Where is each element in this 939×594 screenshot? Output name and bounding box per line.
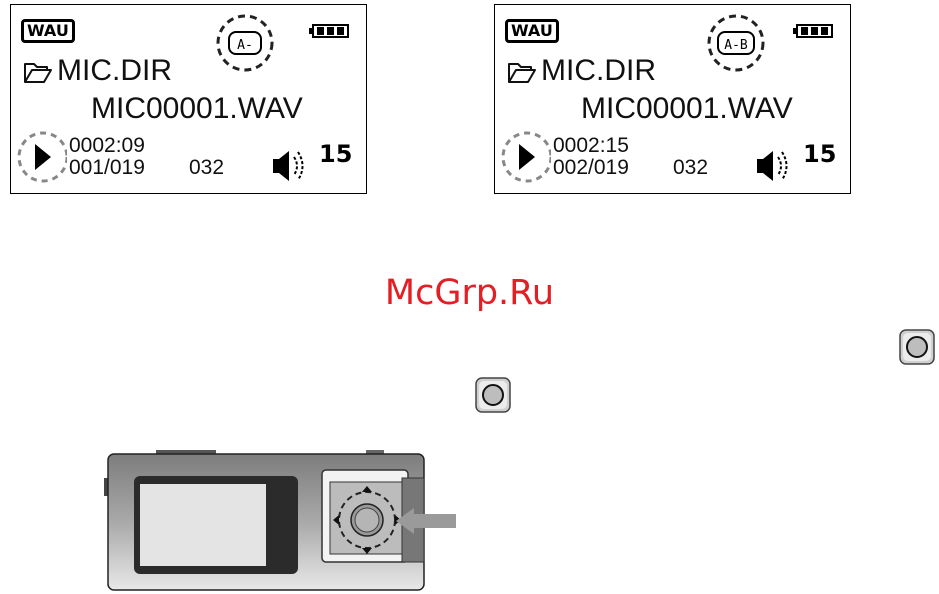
track-counter: 002/019	[553, 157, 629, 179]
bitrate: 032	[189, 157, 224, 179]
lcd-screen-2: WAU A-B MIC.DIR MIC00001.WAV 0002:15 002…	[494, 4, 851, 194]
elapsed-time: 0002:09	[69, 135, 145, 157]
play-icon	[499, 127, 551, 185]
device-display	[140, 484, 266, 566]
speaker-icon	[269, 143, 309, 189]
battery-icon	[308, 21, 352, 41]
repeat-icon: A-B	[706, 13, 766, 73]
repeat-label: A-B	[724, 38, 748, 53]
folder-icon	[507, 58, 537, 84]
watermark: McGrp.Ru	[0, 273, 939, 313]
select-button-icon	[474, 376, 512, 414]
format-badge: WAU	[21, 19, 75, 43]
play-icon	[15, 127, 67, 185]
folder-name: MIC.DIR	[541, 54, 656, 87]
bitrate: 032	[673, 157, 708, 179]
folder-row: MIC.DIR	[507, 55, 656, 87]
track-counter: 001/019	[69, 157, 145, 179]
volume-level: 15	[803, 141, 836, 167]
battery-icon	[792, 21, 836, 41]
volume-level: 15	[319, 141, 352, 167]
select-button-icon	[898, 328, 936, 366]
folder-name: MIC.DIR	[57, 54, 172, 87]
file-name: MIC00001.WAV	[581, 93, 793, 125]
file-name: MIC00001.WAV	[91, 93, 303, 125]
lcd-screen-1: WAU A- MIC.DIR MIC00001.WAV 0002:09 001/…	[10, 4, 367, 194]
speaker-icon	[753, 143, 793, 189]
elapsed-time: 0002:15	[553, 135, 629, 157]
folder-icon	[23, 58, 53, 84]
repeat-icon: A-	[215, 13, 275, 73]
repeat-label: A-	[237, 38, 253, 53]
folder-row: MIC.DIR	[23, 55, 172, 87]
device-illustration	[104, 448, 456, 592]
format-badge: WAU	[505, 19, 559, 43]
